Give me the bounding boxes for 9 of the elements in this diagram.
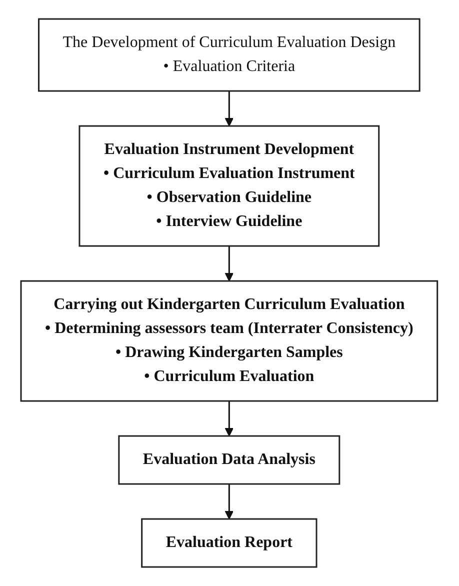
node-box: The Development of Curriculum Evaluation Design • Evaluation Criteria	[38, 18, 421, 92]
arrow	[225, 246, 234, 282]
arrow	[225, 484, 234, 520]
node-box: Carrying out Kindergarten Curriculum Evaluation • Determining assessors team (Interrater Consistency) • Drawing Kindergarten Samples • Curriculum Evaluation	[20, 280, 438, 402]
node-box: Evaluation Instrument Development • Curriculum Evaluation Instrument • Observation Guideline • Interview Guideline	[79, 125, 380, 247]
arrow	[225, 91, 234, 126]
node-box: Evaluation Data Analysis	[118, 435, 340, 485]
node-box: Evaluation Report	[141, 518, 318, 568]
arrow	[225, 401, 234, 436]
